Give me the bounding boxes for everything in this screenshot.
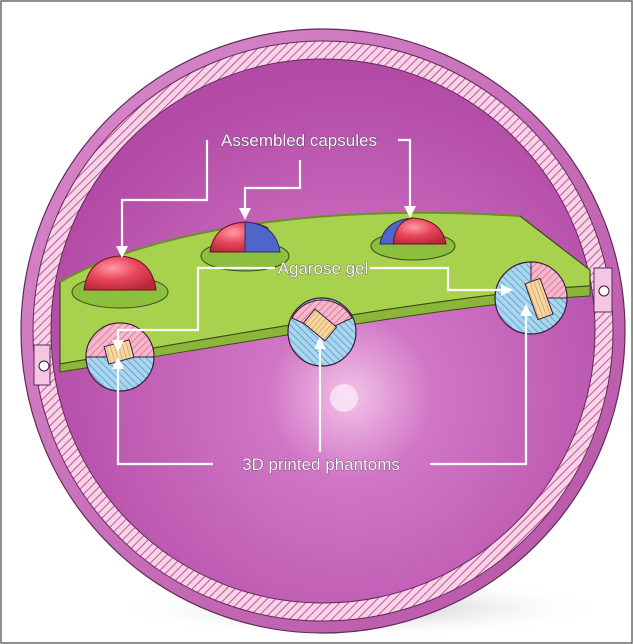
right-latch — [593, 267, 613, 313]
capsule-icon — [370, 217, 456, 261]
phantom-icon — [287, 297, 357, 367]
leader-gel-right — [370, 266, 505, 292]
label-agarose-gel: Agarose gel — [278, 259, 369, 278]
leader-capsule-right — [398, 138, 412, 210]
leader-lines — [116, 138, 528, 466]
phantom-icon — [85, 322, 155, 392]
capsule-icon — [71, 255, 169, 309]
label-assembled-capsules: Assembled capsules — [221, 131, 377, 150]
leader-arrowheads — [112, 206, 532, 369]
label-3d-printed-phantoms: 3D printed phantoms — [242, 455, 400, 474]
leader-capsule-left — [120, 140, 209, 250]
capsule-icon — [200, 221, 290, 272]
agarose-gel-slab — [59, 211, 591, 373]
left-latch — [33, 344, 51, 386]
specular-highlight — [330, 384, 358, 412]
leader-phantom-left — [116, 365, 213, 466]
leader-capsule-middle — [243, 160, 302, 212]
leader-gel-left — [116, 266, 275, 342]
leader-phantom-right — [430, 312, 528, 466]
phantom-icon — [494, 261, 568, 335]
